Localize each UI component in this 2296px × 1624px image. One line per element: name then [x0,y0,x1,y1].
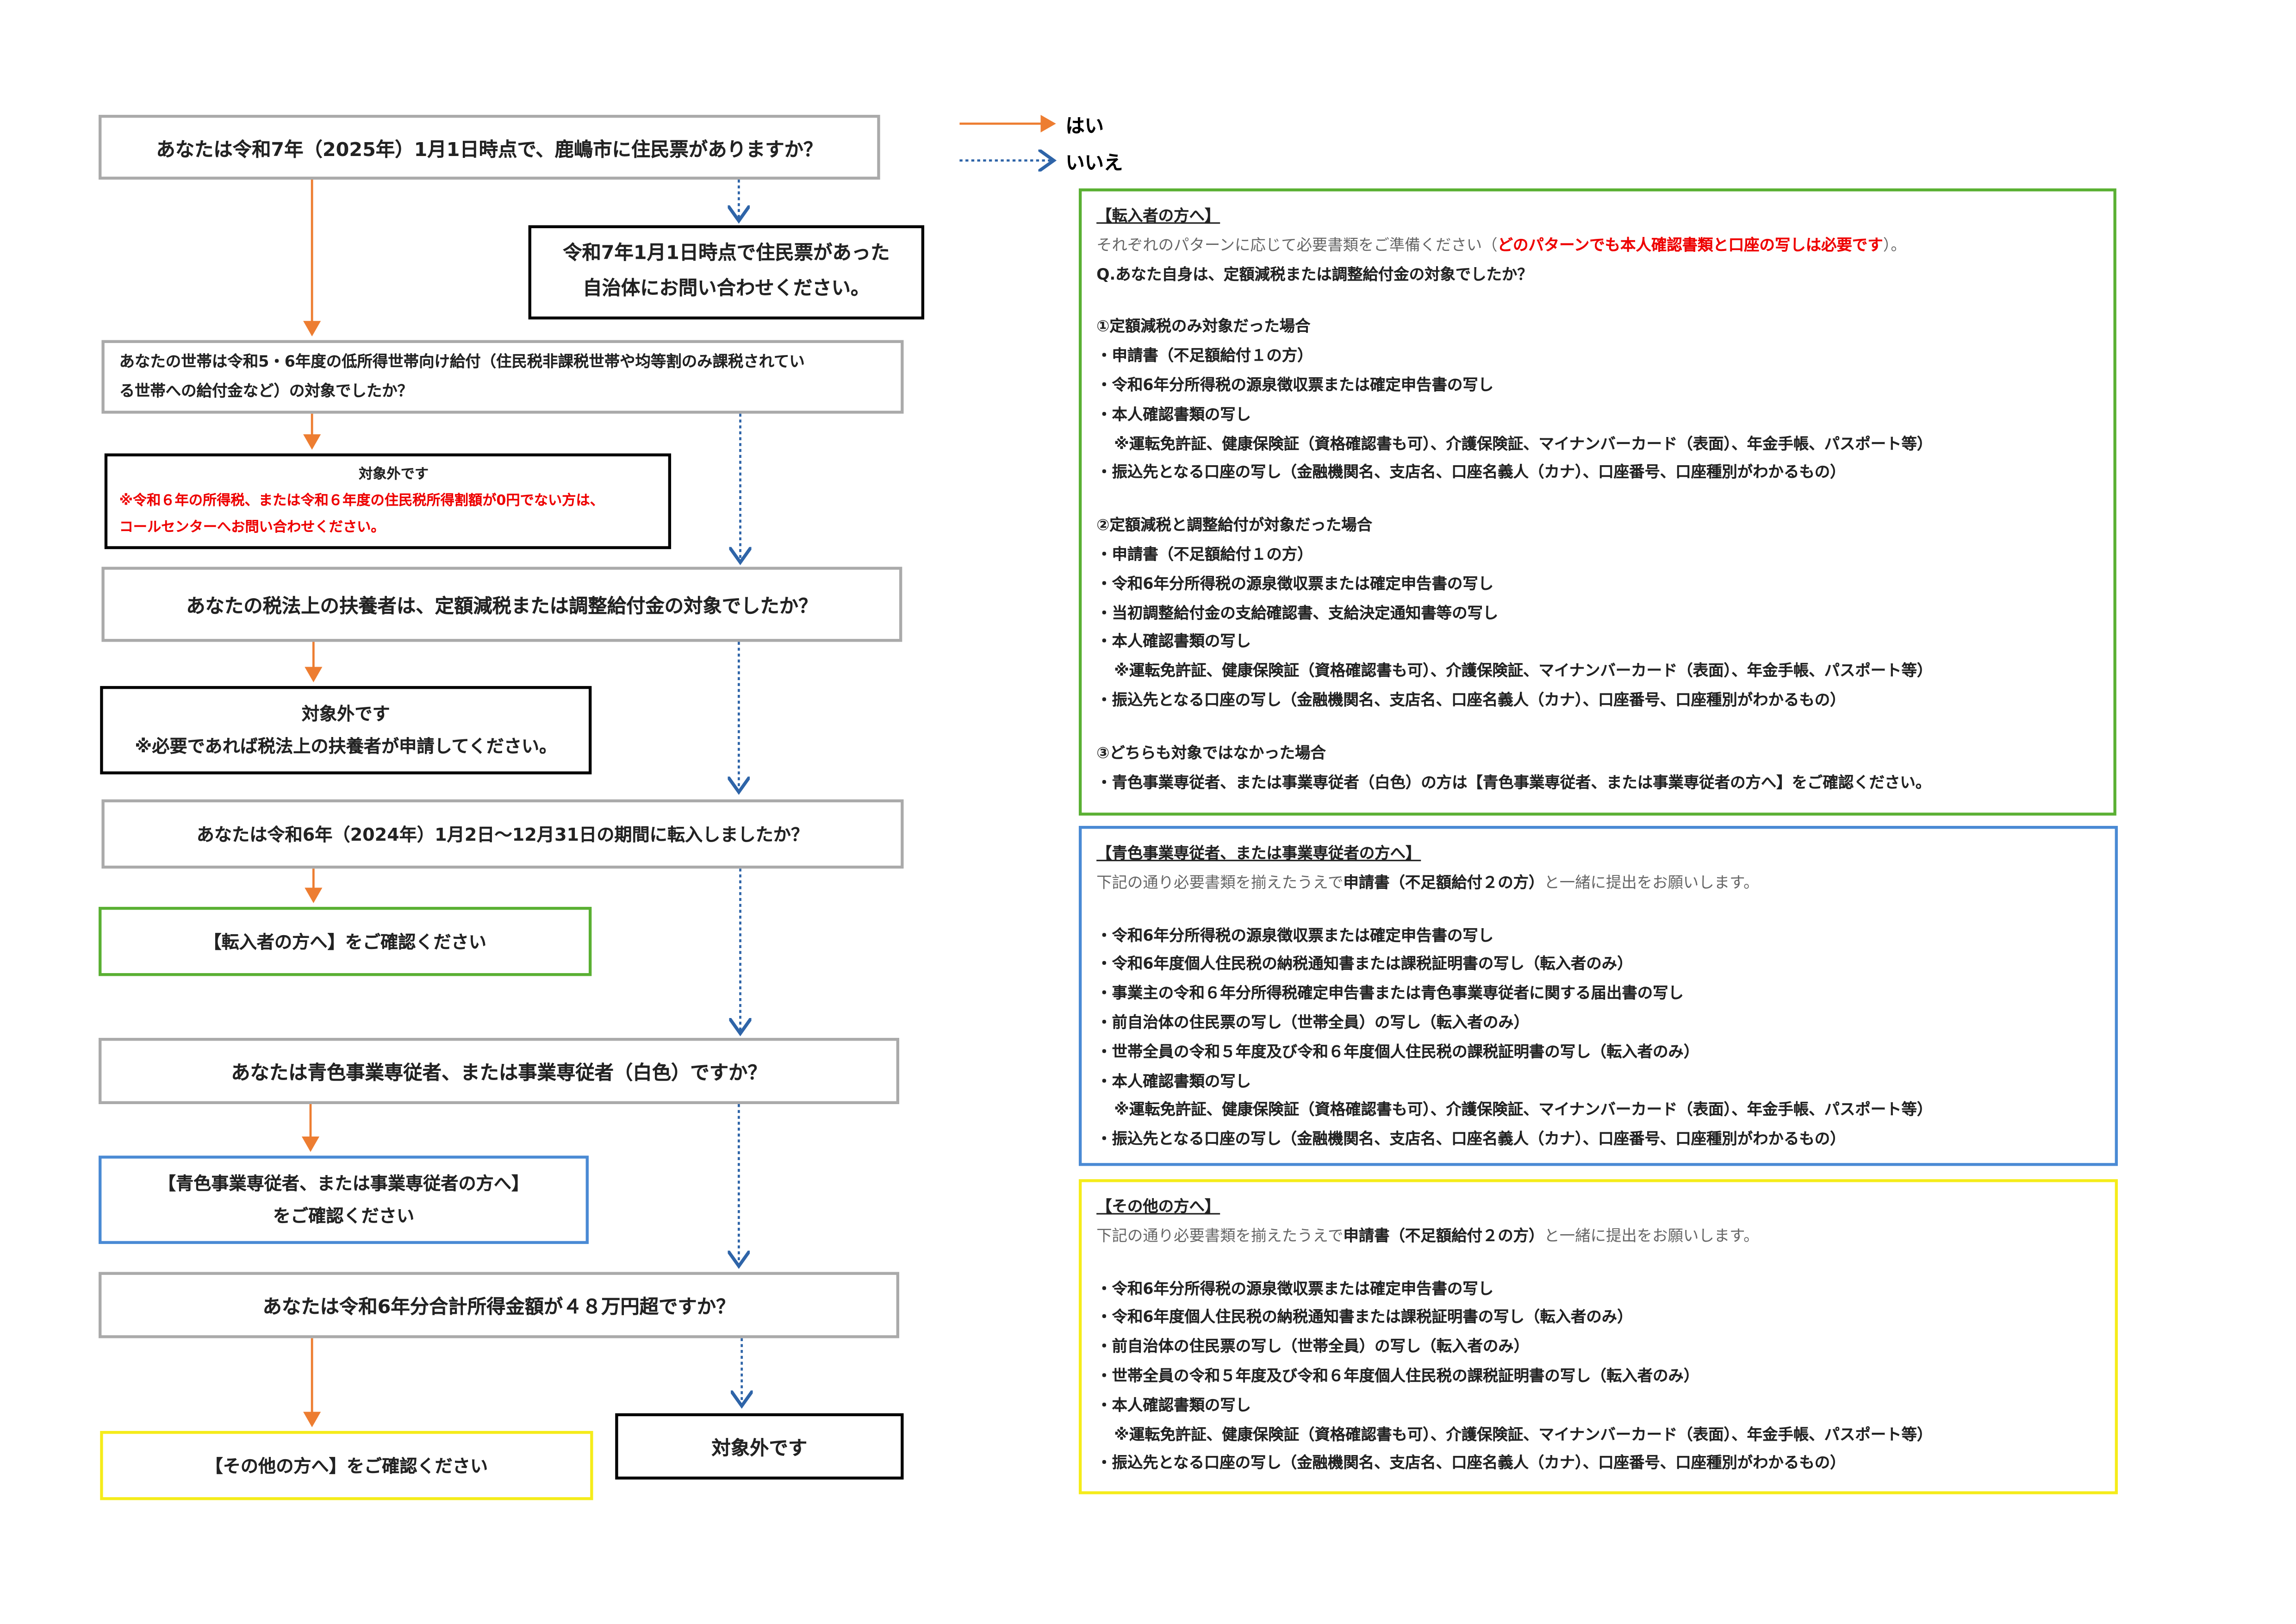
intro-bold: 申請書（不足額給付２の方） [1343,1227,1544,1245]
intro-red: どのパターンでも本人確認書類と口座の写しは必要です [1497,237,1883,255]
case-title: ③どちらも対象ではなかった場合 [1096,744,1326,762]
intro: 下記の通り必要書類を揃えたうえで [1096,874,1344,892]
line: ※必要であれば税法上の扶養者が申請してください。 [135,736,557,757]
line: 対象外です [301,704,390,725]
question-1: あなたは令和7年（2025年）1月1日時点で、鹿嶋市に住民票がありますか？ [99,115,880,180]
requirement-item: ・令和6年分所得税の源泉徴収票または確定申告書の写し [1096,575,1494,593]
requirement-item: ・世帯全員の令和５年度及び令和６年度個人住民税の課税証明書の写し（転入者のみ） [1096,1368,1699,1386]
requirement-item: ・本人確認書類の写し [1096,1397,1251,1415]
not-eligible-box-3: 対象外です [615,1413,904,1480]
requirement-item: ・令和6年分所得税の源泉徴収票または確定申告書の写し [1096,927,1494,945]
requirement-item: ・前自治体の住民票の写し（世帯全員）の写し（転入者のみ） [1096,1014,1530,1032]
line: をご確認ください [273,1206,415,1226]
intro-end: ）。 [1883,237,1906,255]
aoiro-link-box: 【青色事業専従者、または事業専従者の方へ】をご確認ください [99,1156,589,1244]
intro-bold: 申請書（不足額給付２の方） [1343,874,1544,892]
line: る世帯への給付金など）の対象でしたか？ [119,382,413,400]
requirement-item: ・世帯全員の令和５年度及び令和６年度個人住民税の課税証明書の写し（転入者のみ） [1096,1043,1699,1062]
aoiro-panel: 【青色事業専従者、または事業専従者の方へ】 下記の通り必要書類を揃えたうえで申請… [1078,825,2118,1166]
contact-municipality-box: 令和7年1月1日時点で住民票があった自治体にお問い合わせください。 [528,225,925,320]
question-6: あなたは令和6年分合計所得金額が４８万円超ですか？ [99,1272,899,1338]
sonota-panel: 【その他の方へ】 下記の通り必要書類を揃えたうえで申請書（不足額給付２の方）と一… [1078,1179,2118,1494]
question-3: あなたの税法上の扶養者は、定額減税または調整給付金の対象でしたか？ [101,567,902,642]
requirement-item: ・青色事業専従者、または事業専従者（白色）の方は【青色事業専従者、または事業専従… [1096,774,1931,792]
requirement-item: ・当初調整給付金の支給確認書、支給決定通知書等の写し [1096,604,1499,622]
intro: それぞれのパターンに応じて必要書類をご準備ください（ [1096,237,1498,255]
line: 自治体にお問い合わせください。 [583,278,870,300]
note: コールセンターへお問い合わせください。 [119,518,385,535]
requirement-item: ※運転免許証、健康保険証（資格確認書も可）、介護保険証、マイナンバーカード（表面… [1114,662,1933,681]
no-arrows [739,161,1054,1406]
requirement-item: ※運転免許証、健康保険証（資格確認書も可）、介護保険証、マイナンバーカード（表面… [1114,1101,1933,1119]
question-4: あなたは令和6年（2024年）1月2日～12月31日の期間に転入しましたか？ [101,799,904,869]
intro: と一緒に提出をお願いします。 [1544,1227,1759,1245]
requirement-item: ・振込先となる口座の写し（金融機関名、支店名、口座名義人（カナ）、口座番号、口座… [1096,1455,1846,1473]
question-5: あなたは青色事業専従者、または事業専従者（白色）ですか？ [99,1037,899,1104]
requirement-item: ・本人確認書類の写し [1096,1072,1251,1091]
panel-title: 【青色事業専従者、または事業専従者の方へ】 [1096,845,1421,863]
legend-no-label: いいえ [1065,153,1123,175]
note: ※令和６年の所得税、または令和６年度の住民税所得割額が0円でない方は、 [119,492,604,509]
tennyu-panel: 【転入者の方へ】 それぞれのパターンに応じて必要書類をご準備ください（どのパター… [1078,188,2116,816]
line: 令和7年1月1日時点で住民票があった [563,243,890,265]
requirement-item: ・事業主の令和６年分所得税確定申告書または青色事業専従者に関する届出書の写し [1096,985,1684,1003]
requirement-item: ・本人確認書類の写し [1096,633,1251,651]
question-2: あなたの世帯は令和5・6年度の低所得世帯向け給付（住民税非課税世帯や均等割のみ課… [101,340,904,414]
panel-title: 【その他の方へ】 [1096,1198,1220,1216]
requirement-item: ・申請書（不足額給付１の方） [1096,546,1313,564]
question: Q.あなた自身は、定額減税または調整給付金の対象でしたか？ [1096,266,1533,284]
requirement-item: ・令和6年度個人住民税の納税通知書または課税証明書の写し（転入者のみ） [1096,956,1633,974]
intro: 下記の通り必要書類を揃えたうえで [1096,1227,1344,1245]
case-title: ②定額減税と調整給付が対象だった場合 [1096,517,1373,535]
requirement-item: ・申請書（不足額給付１の方） [1096,348,1313,366]
yes-arrows [301,115,1056,1428]
tennyu-link-box: 【転入者の方へ】をご確認ください [99,906,592,976]
requirement-item: ・本人確認書類の写し [1096,406,1251,424]
title: 対象外です [359,466,429,482]
not-eligible-box-1: 対象外です ※令和６年の所得税、または令和６年度の住民税所得割額が0円でない方は… [104,453,672,550]
line: あなたの世帯は令和5・6年度の低所得世帯向け給付（住民税非課税世帯や均等割のみ課… [119,353,805,371]
line: 【青色事業専従者、または事業専従者の方へ】 [158,1173,529,1194]
requirement-item: ・令和6年度個人住民税の納税通知書または課税証明書の写し（転入者のみ） [1096,1309,1633,1327]
requirement-item: ・令和6年分所得税の源泉徴収票または確定申告書の写し [1096,1280,1494,1298]
requirement-item: ・振込先となる口座の写し（金融機関名、支店名、口座名義人（カナ）、口座番号、口座… [1096,1131,1846,1149]
panel-title: 【転入者の方へ】 [1096,207,1220,225]
requirement-item: ※運転免許証、健康保険証（資格確認書も可）、介護保険証、マイナンバーカード（表面… [1114,1426,1933,1444]
requirement-item: ・前自治体の住民票の写し（世帯全員）の写し（転入者のみ） [1096,1338,1530,1356]
requirement-item: ・振込先となる口座の写し（金融機関名、支店名、口座名義人（カナ）、口座番号、口座… [1096,464,1846,482]
not-eligible-box-2: 対象外です ※必要であれば税法上の扶養者が申請してください。 [100,686,592,775]
requirement-item: ※運転免許証、健康保険証（資格確認書も可）、介護保険証、マイナンバーカード（表面… [1114,435,1933,453]
requirement-item: ・令和6年分所得税の源泉徴収票または確定申告書の写し [1096,377,1494,395]
requirement-item: ・振込先となる口座の写し（金融機関名、支店名、口座名義人（カナ）、口座番号、口座… [1096,692,1846,710]
case-title: ①定額減税のみ対象だった場合 [1096,319,1311,337]
legend-yes-label: はい [1065,116,1104,138]
sonota-link-box: 【その他の方へ】をご確認ください [100,1430,593,1500]
intro: と一緒に提出をお願いします。 [1544,874,1759,892]
